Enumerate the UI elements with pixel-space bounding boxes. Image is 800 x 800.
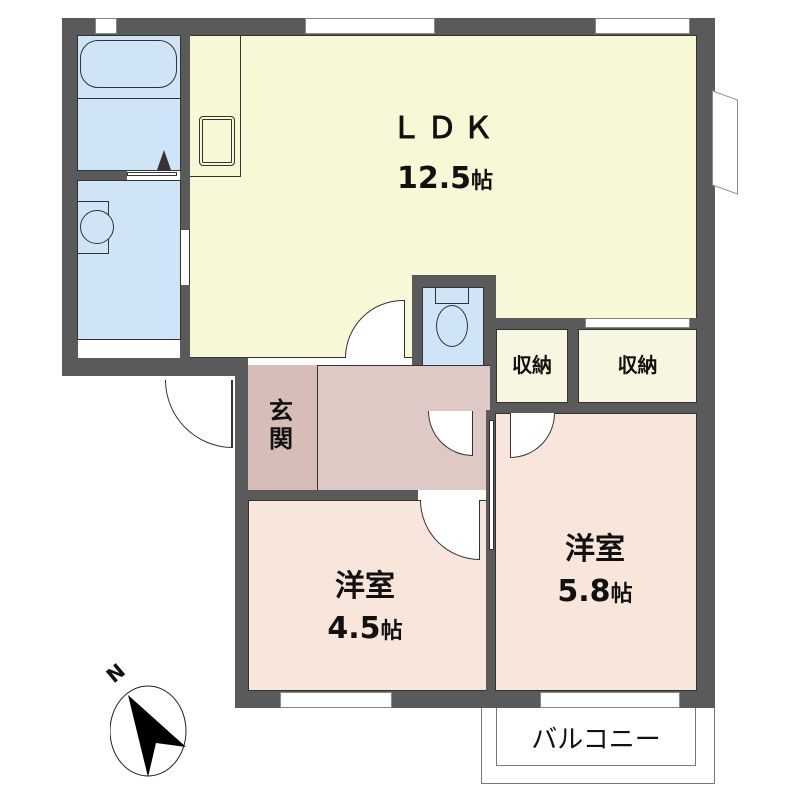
toilet-tank-icon xyxy=(435,287,469,304)
western-b-size: 5.8帖 xyxy=(530,574,660,610)
wall-hall-room xyxy=(248,490,418,500)
washroom xyxy=(77,180,181,340)
wall-rooms-left xyxy=(235,365,249,708)
window xyxy=(585,318,690,328)
ldk-name: ＬＤＫ xyxy=(391,111,499,146)
western-a-name: 洋室 xyxy=(335,569,395,604)
wall-bath-wash xyxy=(77,171,127,181)
western-b-name: 洋室 xyxy=(565,532,625,567)
kitchen-counter xyxy=(190,36,241,90)
balcony xyxy=(481,708,715,784)
wall-right xyxy=(697,18,715,708)
wall-left xyxy=(62,18,78,376)
wall-bath-bottom xyxy=(62,358,248,376)
sink-icon xyxy=(199,116,235,166)
wall-bath-ldk-lower xyxy=(180,285,190,358)
western-b-size-unit: 帖 xyxy=(610,582,633,607)
window xyxy=(280,692,392,708)
wash-bowl xyxy=(80,210,114,244)
door-triangle-icon xyxy=(157,150,171,170)
bay-window xyxy=(712,90,738,195)
ldk-size-value: 12.5 xyxy=(396,161,471,196)
balcony-label-box xyxy=(496,708,696,766)
western-a-size-unit: 帖 xyxy=(380,619,403,644)
window xyxy=(595,18,690,34)
window xyxy=(305,18,435,34)
bathtub-icon xyxy=(80,40,177,88)
sliding-door[interactable] xyxy=(489,420,494,550)
bath-door[interactable] xyxy=(127,172,177,176)
ldk-size-unit: 帖 xyxy=(471,169,494,194)
storage-1 xyxy=(496,329,568,403)
ldk-size: 12.5帖 xyxy=(370,161,520,197)
window xyxy=(95,18,117,34)
wall-rooms-divider xyxy=(486,410,496,700)
western-a-size-value: 4.5 xyxy=(327,611,381,646)
storage-2 xyxy=(578,329,697,403)
western-a-size: 4.5帖 xyxy=(300,611,430,647)
kitchen-sink-counter xyxy=(190,89,241,177)
bathtub-edge xyxy=(77,98,181,99)
front-door[interactable] xyxy=(165,380,233,448)
window xyxy=(540,692,680,708)
western-b-size-value: 5.8 xyxy=(557,574,611,609)
storage-1-label: 収納 xyxy=(512,353,552,377)
balcony-label: バルコニー xyxy=(531,725,661,755)
north-arrow-icon xyxy=(110,685,187,777)
entrance-floor xyxy=(248,365,318,490)
wall-bath-ldk xyxy=(180,35,190,230)
storage-2-label: 収納 xyxy=(617,353,658,377)
compass-arrow xyxy=(128,695,186,777)
western-room-b xyxy=(495,413,697,691)
toilet-bowl-icon xyxy=(436,305,468,347)
entrance-label: 玄関 xyxy=(269,397,293,453)
